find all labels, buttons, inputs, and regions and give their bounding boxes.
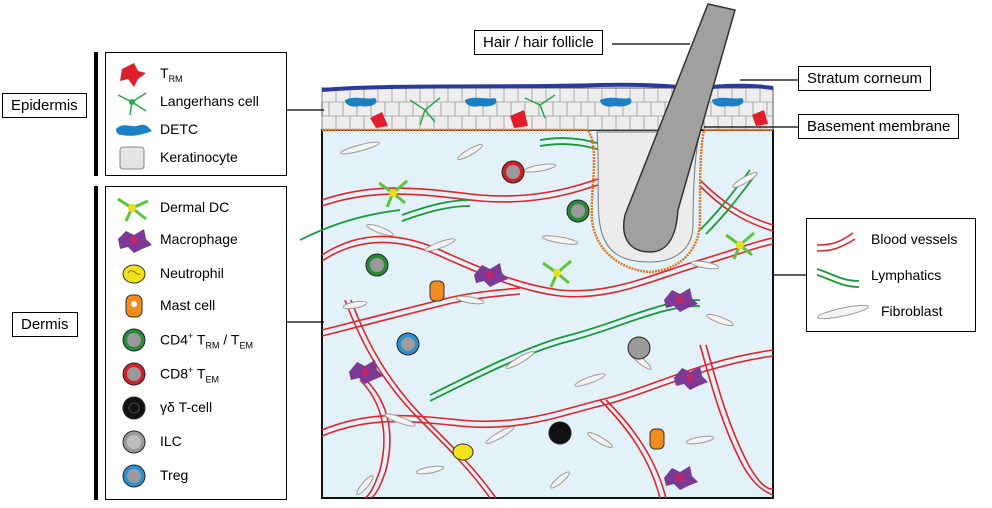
legend-item-mast-cell: Mast cell: [106, 291, 286, 321]
gd-tcell-nucleus: [555, 428, 565, 438]
legend-item-cd8: CD8+ TEM: [106, 359, 286, 389]
vessel-legend: Blood vessels Lymphatics Fibroblast: [806, 218, 976, 332]
mast-cell: [649, 428, 665, 450]
cd8-main: CD8: [160, 365, 189, 382]
trm-icon: [120, 63, 146, 87]
lymph-label: Lymphatics: [871, 267, 942, 283]
dermal-dc-nucleus: [553, 269, 561, 277]
cd4-cell-nucleus: [571, 204, 585, 218]
basement-membrane: [322, 128, 773, 274]
cd4-t1: T: [193, 331, 206, 348]
cd4-slash: / T: [219, 331, 240, 348]
legend-item-macrophage: Macrophage: [106, 225, 286, 255]
legend-item-ilc: ILC: [106, 427, 286, 457]
hair-follicle-label: Hair / hair follicle: [474, 30, 603, 55]
pointer-lines: [285, 43, 806, 323]
neutrophil-icon: [122, 264, 146, 284]
macrophage-label: Macrophage: [160, 231, 238, 247]
langerhans-icon: [117, 92, 147, 116]
macrophage-icon: [118, 229, 152, 253]
keratinocyte-label: Keratinocyte: [160, 149, 238, 165]
legend-item-neutrophil: Neutrophil: [106, 259, 286, 289]
macrophage-cell-nucleus: [676, 474, 684, 482]
cd4-sup: +: [188, 331, 194, 341]
legend-item-gd-tcell: γδ T-cell: [106, 393, 286, 423]
dermis-legend: Dermal DC Macrophage Neutrophil Mast cel…: [105, 186, 287, 500]
basement-membrane-label: Basement membrane: [798, 114, 960, 139]
legend-item-lymph: Lymphatics: [807, 261, 975, 291]
stratum-corneum-label: Stratum corneum: [798, 66, 932, 91]
langerhans-label: Langerhans cell: [160, 93, 259, 109]
treg-icon: [122, 464, 146, 488]
trm-label: T: [160, 65, 169, 81]
legend-item-fibroblast: Fibroblast: [807, 297, 975, 327]
mast-cell-icon: [125, 294, 143, 318]
macrophage-cell-nucleus: [676, 296, 684, 304]
epidermis-bracket: [94, 52, 98, 176]
cd8-icon: [122, 362, 146, 386]
cd4-cell-nucleus: [370, 258, 384, 272]
legend-item-cd4: CD4+ TRM / TEM: [106, 325, 286, 355]
hair-shaft: [623, 3, 736, 253]
fibroblast-label: Fibroblast: [881, 303, 943, 319]
legend-item-treg: Treg: [106, 461, 286, 491]
cd4-sub2: EM: [239, 340, 253, 351]
mast-cell: [429, 280, 445, 302]
blood-vessel-icon: [816, 232, 856, 252]
epidermis-label: Epidermis: [2, 93, 87, 118]
dermal-dc-label: Dermal DC: [160, 199, 230, 215]
macrophage-cell-nucleus: [686, 374, 694, 382]
legend-item-trm: TRM: [106, 59, 286, 89]
fibroblast-icon: [817, 304, 869, 320]
dermal-dc-icon: [117, 197, 149, 222]
ilc-icon: [122, 430, 146, 454]
mast-cell-label: Mast cell: [160, 297, 216, 313]
dermal-cells: [349, 160, 755, 490]
gd-tcell-icon: [122, 396, 146, 420]
neutrophil-cell: [452, 443, 474, 461]
cd8-t1: T: [193, 365, 206, 382]
cd8-sup: +: [188, 365, 194, 375]
legend-item-keratinocyte: Keratinocyte: [106, 143, 286, 173]
gd-tcell-label: γδ T-cell: [160, 399, 213, 415]
cd4-main: CD4: [160, 331, 189, 348]
cd4-sub1: RM: [205, 340, 220, 351]
ilc-cell-nucleus: [632, 341, 646, 355]
macrophage-cell-nucleus: [361, 368, 369, 376]
legend-item-blood: Blood vessels: [807, 225, 975, 255]
dermis-label: Dermis: [12, 312, 78, 337]
dermal-dc-nucleus: [389, 189, 397, 197]
neutrophil-label: Neutrophil: [160, 265, 224, 281]
detc-icon: [116, 124, 152, 136]
epidermal-cells: [345, 94, 768, 128]
treg-label: Treg: [160, 467, 189, 483]
keratinocyte-icon: [119, 146, 145, 170]
epidermis-legend: TRM Langerhans cell DETC Keratinocyte: [105, 52, 287, 176]
treg-cell-nucleus: [401, 337, 415, 351]
cd8-cell-nucleus: [506, 165, 520, 179]
trm-sub: RM: [168, 73, 183, 84]
dermis-bracket: [94, 186, 98, 500]
legend-item-dermal-dc: Dermal DC: [106, 193, 286, 223]
dermal-dc-nucleus: [736, 241, 744, 249]
lymphatic-icon: [816, 268, 860, 288]
fibroblasts: [340, 141, 758, 495]
detc-label: DETC: [160, 121, 199, 137]
macrophage-cell-nucleus: [486, 271, 494, 279]
legend-item-langerhans: Langerhans cell: [106, 87, 286, 117]
blood-label: Blood vessels: [871, 231, 958, 247]
ilc-label: ILC: [160, 433, 182, 449]
cd8-sub1: EM: [205, 374, 219, 385]
cd4-icon: [122, 328, 146, 352]
legend-item-detc: DETC: [106, 115, 286, 145]
